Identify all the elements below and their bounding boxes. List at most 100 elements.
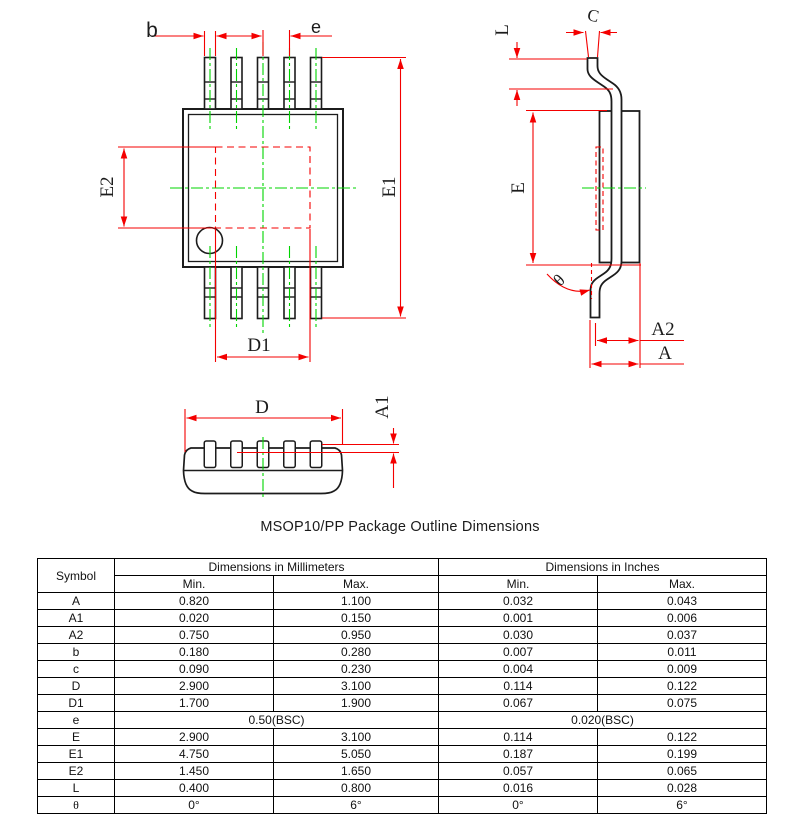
in-max-cell: 0.028 [597,779,767,797]
symbol-cell: L [37,779,115,797]
mm-max-header: Max. [273,575,439,593]
in-max-cell: 0.065 [597,762,767,780]
mm-min-cell: 0.400 [114,779,274,797]
l-dimension: L [492,24,613,106]
mm-max-cell: 0.950 [273,626,439,644]
table-row: θ 0° 6° 0° 6° [37,796,767,814]
symbol-header: Symbol [37,558,115,593]
in-min-cell: 0.187 [438,745,598,763]
symbol-cell: e [37,711,115,729]
theta-dimension: θ [546,263,593,299]
mm-min-cell: 0.820 [114,592,274,610]
d1-label: D1 [247,335,270,356]
mm-min-cell: 1.450 [114,762,274,780]
mm-max-cell: 0.230 [273,660,439,678]
table-row: c 0.090 0.230 0.004 0.009 [37,660,767,678]
symbol-cell: A1 [37,609,115,627]
e2-dimension: E2 [97,146,216,229]
mm-min-cell: 0.020 [114,609,274,627]
e-side-label: E [508,182,529,194]
mm-span-cell: 0.50(BSC) [114,711,439,729]
in-max-cell: 0.011 [597,643,767,661]
symbol-cell: D [37,677,115,695]
mm-min-cell: 0.180 [114,643,274,661]
mm-max-cell: 1.100 [273,592,439,610]
mm-min-cell: 0.750 [114,626,274,644]
e-label: e [311,17,321,37]
side-view: L C E θ A2 [492,5,684,368]
symbol-cell: E2 [37,762,115,780]
mm-min-cell: 0.090 [114,660,274,678]
mm-min-cell: 1.700 [114,694,274,712]
in-max-cell: 6° [597,796,767,814]
c-label: C [586,5,601,26]
mm-min-header: Min. [114,575,274,593]
mm-max-cell: 6° [273,796,439,814]
in-max-cell: 0.122 [597,728,767,746]
mm-max-cell: 3.100 [273,728,439,746]
package-outline-drawing: b e E1 E2 D1 [97,5,684,499]
d-label: D [255,397,269,418]
e1-label: E1 [379,176,400,197]
e-side-dimension: E [508,109,641,266]
in-min-header: Min. [438,575,598,593]
in-max-cell: 0.006 [597,609,767,627]
in-min-cell: 0.016 [438,779,598,797]
pin [230,440,243,469]
side-lead [586,57,623,319]
e-dimension: e [262,17,332,56]
side-pad-outline [595,146,604,231]
in-min-cell: 0.057 [438,762,598,780]
table-row: A1 0.020 0.150 0.001 0.006 [37,609,767,627]
in-span-cell: 0.020(BSC) [438,711,767,729]
e1-dimension: E1 [322,56,406,319]
mm-min-cell: 2.900 [114,728,274,746]
d-dimension: D [184,397,344,452]
mm-min-cell: 0° [114,796,274,814]
centerlines [170,42,357,333]
symbol-cell: E [37,728,115,746]
table-row: D 2.900 3.100 0.114 0.122 [37,677,767,695]
table-row-e: e 0.50(BSC) 0.020(BSC) [37,711,767,729]
in-max-cell: 0.075 [597,694,767,712]
a2-dimension: A2 [594,263,684,368]
d1-dimension: D1 [214,229,311,362]
symbol-cell: A2 [37,626,115,644]
top-view: b e E1 E2 D1 [97,17,406,362]
exposed-pad-outline [214,146,311,229]
a1-dimension: A1 [237,395,399,488]
in-group-header: Dimensions in Inches [438,558,767,576]
mm-max-cell: 5.050 [273,745,439,763]
pin [309,440,323,469]
symbol-cell: A [37,592,115,610]
front-view: D A1 [182,395,399,499]
in-min-cell: 0.114 [438,728,598,746]
in-max-cell: 0.009 [597,660,767,678]
in-min-cell: 0.067 [438,694,598,712]
a-dimension: A [589,320,684,368]
a1-label: A1 [372,395,393,418]
symbol-cell: c [37,660,115,678]
b-dimension: b [146,19,262,56]
table-row: E1 4.750 5.050 0.187 0.199 [37,745,767,763]
in-min-cell: 0.004 [438,660,598,678]
mm-max-cell: 3.100 [273,677,439,695]
symbol-cell: b [37,643,115,661]
a-label: A [658,343,672,364]
a2-label: A2 [651,319,674,340]
in-max-cell: 0.122 [597,677,767,695]
table-subheader-row: Min. Max. Min. Max. [38,575,767,593]
pin [283,440,296,469]
drawing-title: MSOP10/PP Package Outline Dimensions [260,519,540,535]
l-label: L [492,24,513,36]
symbol-cell: E1 [37,745,115,763]
c-dimension: C [566,5,617,58]
table-row: b 0.180 0.280 0.007 0.011 [37,643,767,661]
mm-max-cell: 1.900 [273,694,439,712]
in-max-header: Max. [597,575,767,593]
in-min-cell: 0.032 [438,592,598,610]
mm-min-cell: 2.900 [114,677,274,695]
in-max-cell: 0.043 [597,592,767,610]
mm-max-cell: 0.150 [273,609,439,627]
mm-min-cell: 4.750 [114,745,274,763]
